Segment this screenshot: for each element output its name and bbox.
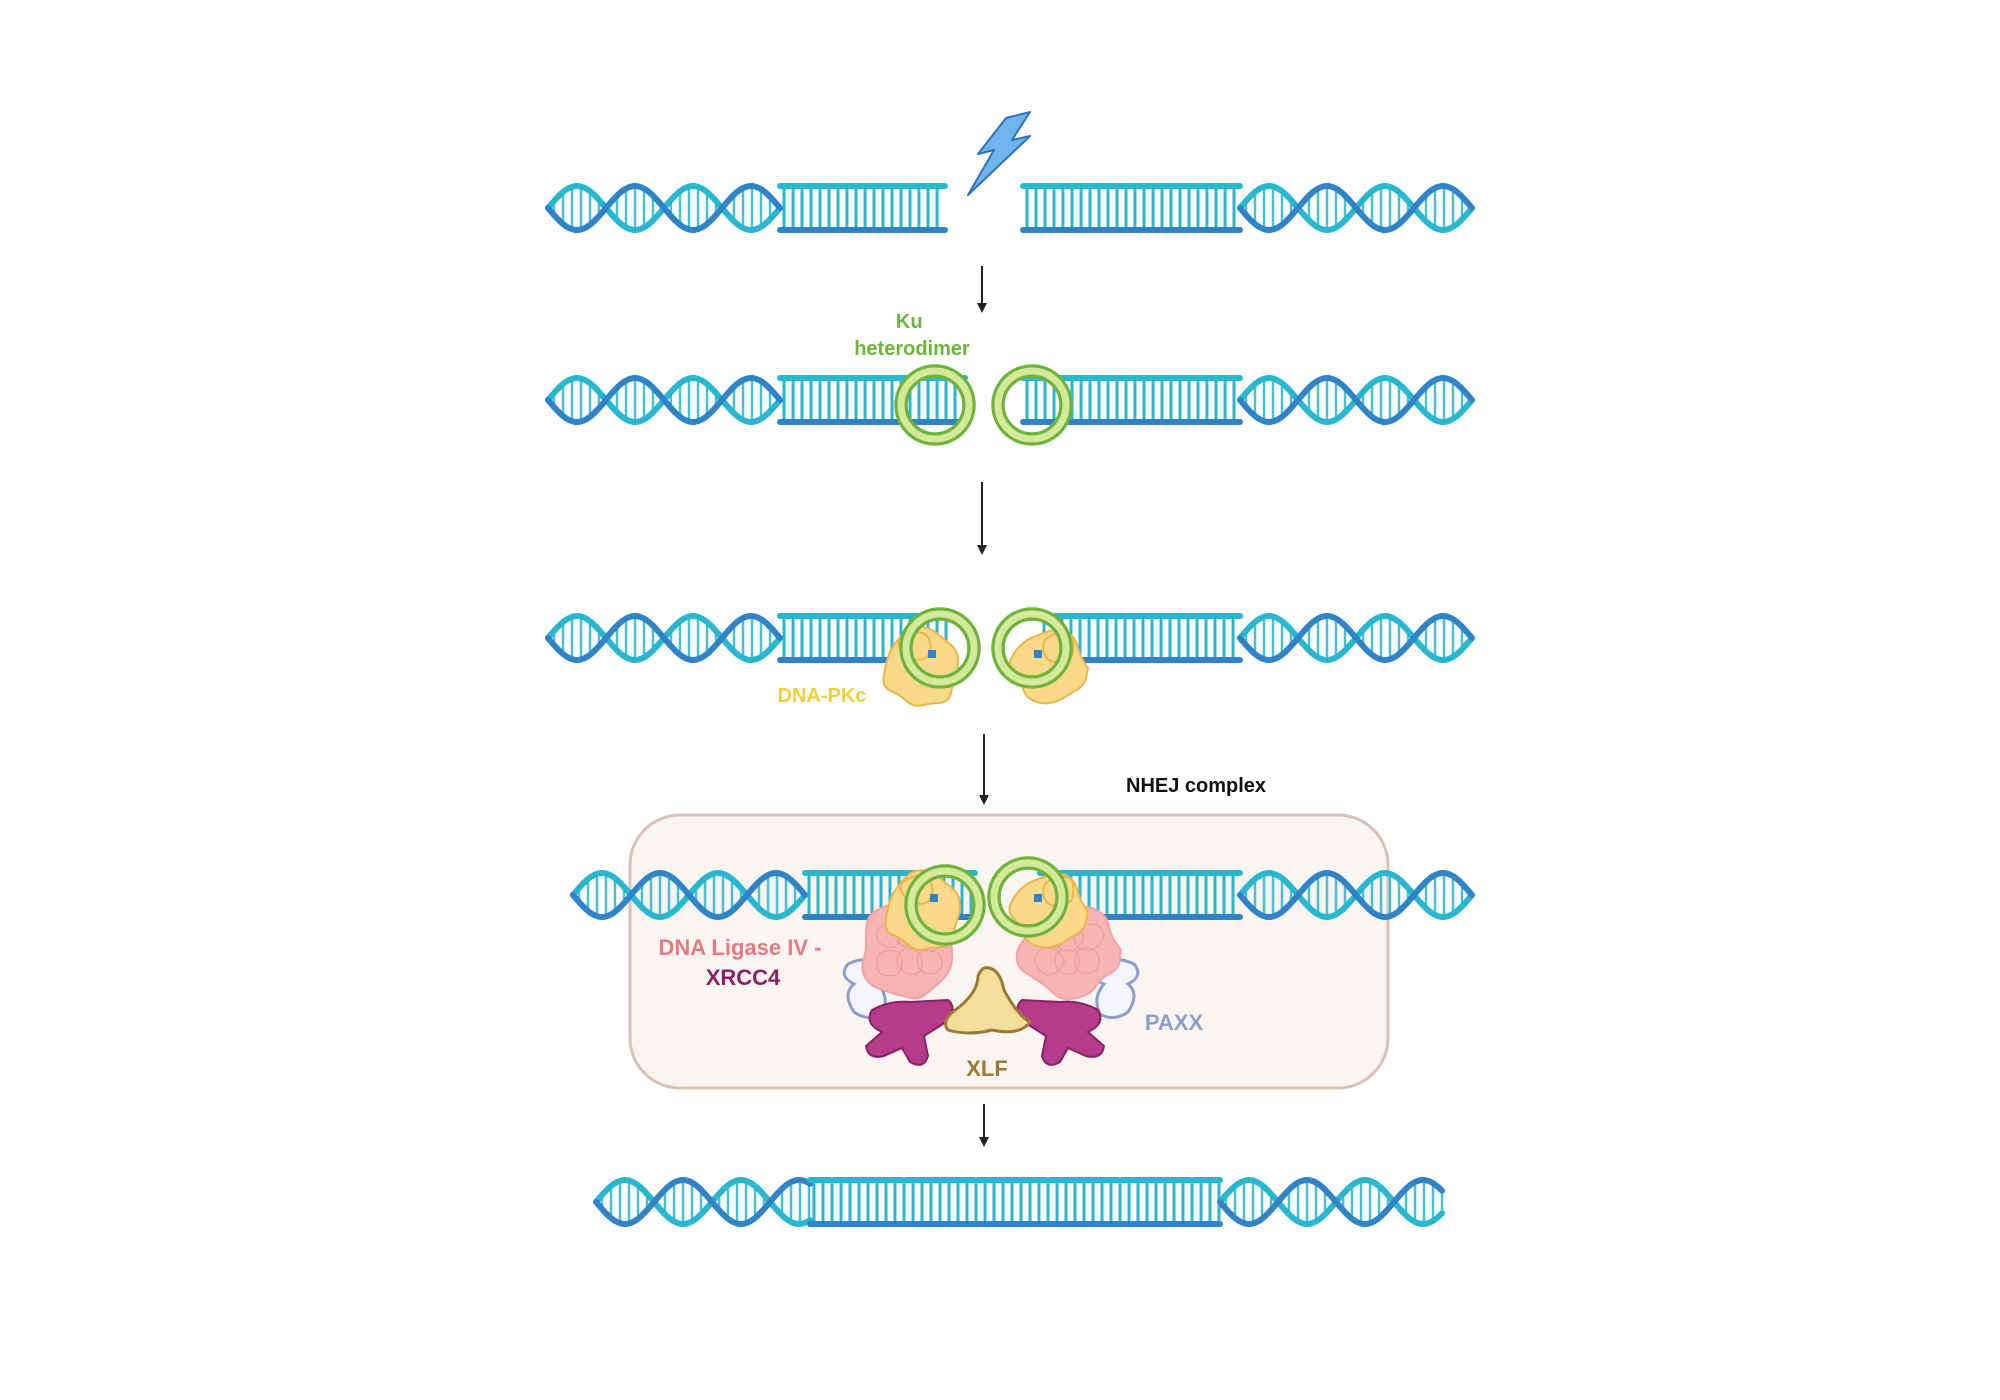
dna-pkc-icon (1008, 628, 1089, 705)
dna-helix-segment (1237, 375, 1475, 425)
ku-binding-row (545, 364, 1475, 446)
dna-helix-segment (1237, 613, 1475, 663)
dna-helix-segment (570, 870, 808, 920)
dna-ladder-segment (1037, 870, 1243, 920)
ku-ring-icon (991, 607, 1073, 689)
nhej-complex-label: NHEJ complex (1126, 775, 1266, 797)
dna-helix-segment (1217, 1177, 1445, 1227)
ku-ring-icon (899, 607, 981, 689)
dna-break-row (545, 183, 1475, 233)
dna-ladder-segment (1020, 183, 1243, 233)
dna-helix-segment (1237, 183, 1475, 233)
dna-ladder-segment (777, 375, 968, 425)
ku-ring-icon (987, 856, 1069, 938)
paxx-label: PAXX (1145, 1010, 1204, 1035)
xlf-icon (944, 966, 1033, 1035)
dna-pkc-row (545, 607, 1475, 707)
ligase-label: DNA Ligase IV - XRCC4 (658, 935, 827, 990)
lightning-icon (967, 111, 1031, 196)
dna-ladder-segment (777, 183, 948, 233)
xrcc4-icon (864, 998, 954, 1066)
dna-helix-segment (593, 1177, 813, 1227)
ku-ring-icon (894, 364, 976, 446)
dna-ladder-segment (807, 1177, 1223, 1227)
ku-ring-icon (904, 864, 986, 946)
xrcc4-icon (1016, 998, 1106, 1066)
nhej-proteins (842, 856, 1140, 1066)
xlf-label: XLF (966, 1056, 1008, 1081)
repaired-dna-row (593, 1177, 1445, 1227)
dna-helix-segment (545, 375, 783, 425)
dna-pkc-label: DNA-PKc (778, 685, 867, 707)
dna-helix-segment (545, 183, 783, 233)
dna-helix-segment (545, 613, 783, 663)
dna-helix-segment (1237, 870, 1475, 920)
ku-label: Ku heterodimer (854, 311, 970, 360)
ku-ring-icon (991, 364, 1073, 446)
